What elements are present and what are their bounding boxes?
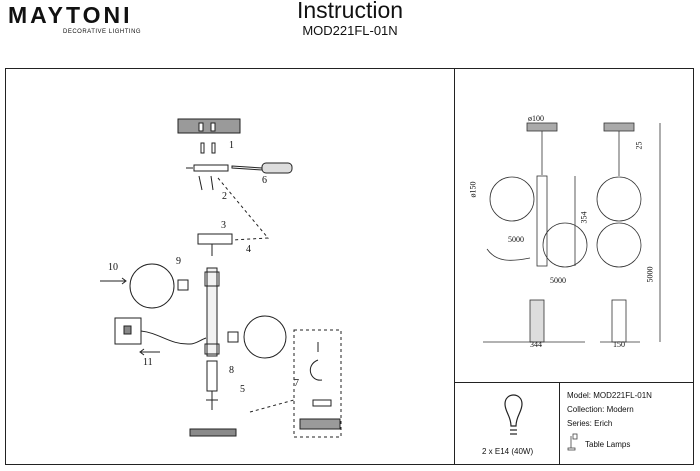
brand-tagline: DECORATIVE LIGHTING <box>63 29 142 35</box>
step-9-label: 9 <box>176 256 181 267</box>
page-title: Instruction <box>296 0 404 23</box>
frame-divider-vertical <box>454 68 455 465</box>
step-10-label: 10 <box>108 262 118 273</box>
spec-series: Series: Erich <box>567 419 613 428</box>
step-3-label: 3 <box>221 220 226 231</box>
step-6-label: 6 <box>262 175 267 186</box>
step-5-label: 5 <box>240 384 245 395</box>
step-11-label: 11 <box>143 357 153 368</box>
brand-logo: MAYTONI <box>8 2 133 28</box>
spec-model: Model: MOD221FL-01N <box>567 391 652 400</box>
step-7-label: 7 <box>294 378 299 389</box>
frame-divider-horizontal <box>454 382 694 383</box>
drawing-frame <box>5 68 694 465</box>
dim-width: 344 <box>530 340 542 349</box>
step-2-label: 2 <box>222 191 227 202</box>
bulb-spec: 2 x E14 (40W) <box>482 447 534 456</box>
dim-depth: 150 <box>613 340 625 349</box>
step-8-label: 8 <box>229 365 234 376</box>
spec-collection: Collection: Modern <box>567 405 634 414</box>
dim-cable-2: 5000 <box>550 276 566 285</box>
category-label: Table Lamps <box>585 440 631 449</box>
dim-cable-1: 5000 <box>508 235 524 244</box>
spec-divider <box>559 382 560 465</box>
step-4-label: 4 <box>246 244 251 255</box>
step-1-label: 1 <box>229 140 234 151</box>
model-heading: MOD221FL-01N <box>302 23 398 38</box>
dim-base-diameter: ø100 <box>528 114 544 123</box>
